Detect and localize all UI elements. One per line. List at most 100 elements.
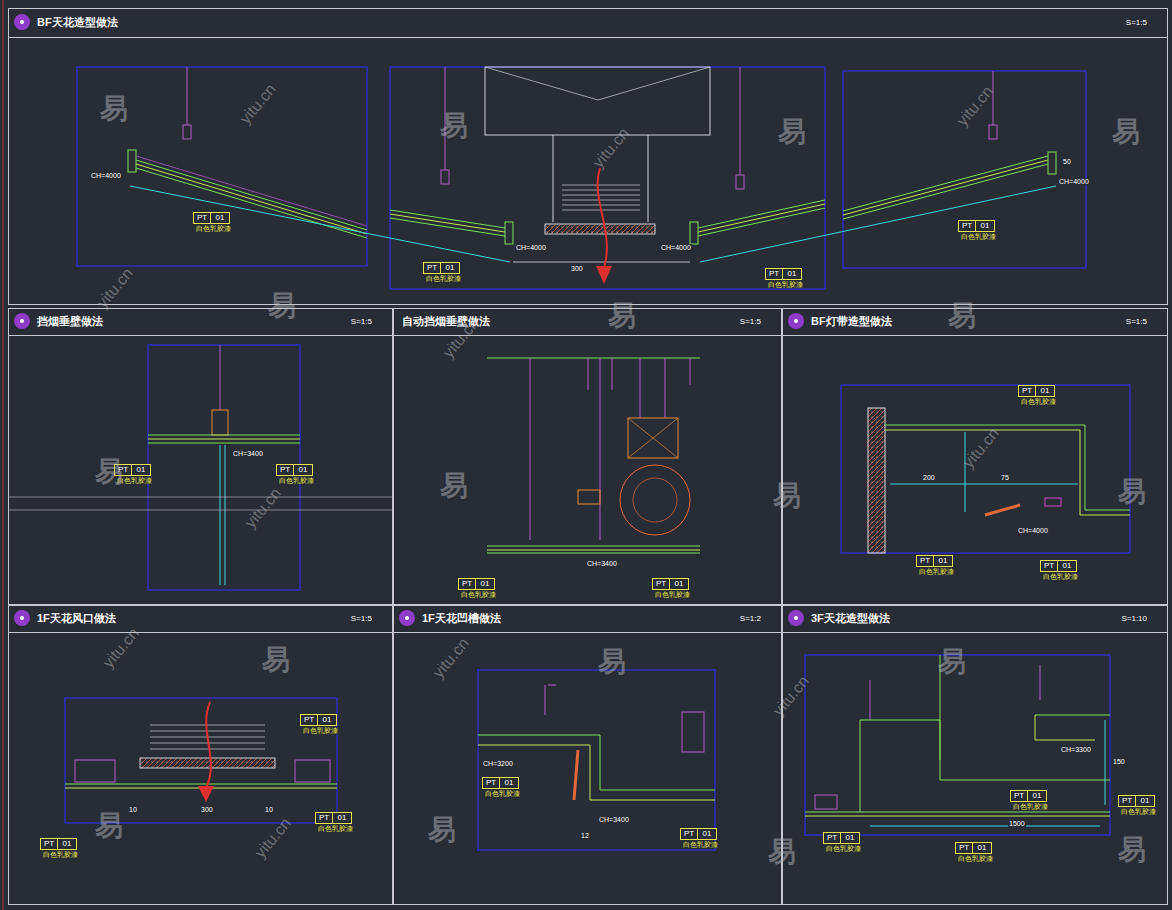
material-code: PT bbox=[823, 832, 841, 844]
material-code: PT bbox=[423, 262, 441, 274]
scale-note: S=1:5 bbox=[351, 615, 372, 623]
material-name: 白色乳胶漆 bbox=[278, 477, 315, 484]
watermark: yitu.cn bbox=[252, 815, 294, 861]
material-code: PT bbox=[458, 578, 476, 590]
panel-title: BF灯带造型做法 bbox=[811, 316, 892, 327]
dimension-text: 50 bbox=[1062, 158, 1072, 165]
material-name: 白色乳胶漆 bbox=[1042, 573, 1079, 580]
dimension-text: CH=3400 bbox=[586, 560, 618, 567]
material-code: PT bbox=[193, 212, 211, 224]
panel-header: 1F天花风口做法 S=1:5 bbox=[9, 606, 392, 633]
material-number: 01 bbox=[975, 220, 995, 232]
material-code: PT bbox=[916, 555, 934, 567]
material-number: 01 bbox=[440, 262, 460, 274]
material-number: 01 bbox=[782, 268, 802, 280]
watermark: 易 bbox=[778, 118, 806, 146]
dimension-text: CH=4000 bbox=[90, 172, 122, 179]
dimension-text: CH=4000 bbox=[1017, 527, 1049, 534]
dimension-text: 150 bbox=[1112, 758, 1126, 765]
material-name: 白色乳胶漆 bbox=[425, 275, 462, 282]
dimension-text: CH=3300 bbox=[1060, 746, 1092, 753]
watermark: 易 bbox=[95, 458, 123, 486]
watermark: 易 bbox=[773, 482, 801, 510]
watermark: yitu.cn bbox=[960, 425, 1002, 471]
material-number: 01 bbox=[1135, 795, 1155, 807]
dimension-text: 1500 bbox=[1008, 820, 1026, 827]
material-number: 01 bbox=[317, 714, 337, 726]
material-code: PT bbox=[955, 842, 973, 854]
material-code: PT bbox=[1118, 795, 1136, 807]
material-code: PT bbox=[1018, 385, 1036, 397]
dimension-text: 300 bbox=[200, 806, 214, 813]
watermark: 易 bbox=[598, 648, 626, 676]
material-name: 白色乳胶漆 bbox=[484, 790, 521, 797]
watermark: yitu.cn bbox=[94, 265, 136, 311]
material-name: 白色乳胶漆 bbox=[682, 841, 719, 848]
watermark: 易 bbox=[268, 292, 296, 320]
panel-header: BF天花造型做法S=1:5 bbox=[9, 9, 1167, 38]
material-number: 01 bbox=[669, 578, 689, 590]
material-number: 01 bbox=[840, 832, 860, 844]
material-code: PT bbox=[482, 777, 500, 789]
material-name: 白色乳胶漆 bbox=[460, 591, 497, 598]
material-number: 01 bbox=[933, 555, 953, 567]
watermark: 易 bbox=[100, 95, 128, 123]
material-name: 白色乳胶漆 bbox=[1012, 803, 1049, 810]
watermark: 易 bbox=[938, 648, 966, 676]
scale-note: S=1:2 bbox=[740, 615, 761, 623]
dimension-text: CH=3400 bbox=[598, 816, 630, 823]
dimension-text: CH=3200 bbox=[482, 760, 514, 767]
material-number: 01 bbox=[210, 212, 230, 224]
material-number: 01 bbox=[131, 464, 151, 476]
material-code: PT bbox=[300, 714, 318, 726]
watermark: yitu.cn bbox=[954, 83, 996, 129]
dimension-text: 12 bbox=[580, 832, 590, 839]
watermark: 易 bbox=[1118, 836, 1146, 864]
material-name: 白色乳胶漆 bbox=[1120, 808, 1157, 815]
detail-panel: 1F天花风口做法 S=1:5 bbox=[8, 605, 393, 905]
material-name: 白色乳胶漆 bbox=[1020, 398, 1057, 405]
material-name: 白色乳胶漆 bbox=[825, 845, 862, 852]
panel-header: 1F天花凹槽做法S=1:2 bbox=[394, 606, 781, 633]
material-name: 白色乳胶漆 bbox=[317, 825, 354, 832]
material-number: 01 bbox=[499, 777, 519, 789]
material-code: PT bbox=[276, 464, 294, 476]
material-number: 01 bbox=[57, 838, 77, 850]
watermark: 易 bbox=[608, 302, 636, 330]
material-name: 白色乳胶漆 bbox=[302, 727, 339, 734]
watermark: yitu.cn bbox=[590, 125, 632, 171]
material-code: PT bbox=[1040, 560, 1058, 572]
material-number: 01 bbox=[697, 828, 717, 840]
watermark: 易 bbox=[440, 112, 468, 140]
material-number: 01 bbox=[293, 464, 313, 476]
material-number: 01 bbox=[332, 812, 352, 824]
watermark: 易 bbox=[768, 838, 796, 866]
dimension-text: CH=3400 bbox=[232, 450, 264, 457]
dimension-text: 10 bbox=[264, 806, 274, 813]
material-number: 01 bbox=[475, 578, 495, 590]
panel-title: 1F天花风口做法 bbox=[37, 613, 116, 624]
dimension-text: CH=4000 bbox=[1058, 178, 1090, 185]
watermark: yitu.cn bbox=[770, 673, 812, 719]
material-name: 白色乳胶漆 bbox=[42, 851, 79, 858]
watermark: 易 bbox=[95, 812, 123, 840]
watermark: 易 bbox=[1118, 478, 1146, 506]
panel-header: 挡烟垂壁做法S=1:5 bbox=[9, 309, 392, 336]
material-name: 白色乳胶漆 bbox=[654, 591, 691, 598]
material-code: PT bbox=[1010, 790, 1028, 802]
panel-title: BF天花造型做法 bbox=[37, 17, 118, 28]
panel-header: 自动挡烟垂壁做法S=1:5 bbox=[394, 309, 781, 336]
scale-note: S=1:10 bbox=[1121, 615, 1147, 623]
material-name: 白色乳胶漆 bbox=[767, 281, 804, 288]
dimension-text: 300 bbox=[570, 265, 584, 272]
scale-note: S=1:5 bbox=[351, 318, 372, 326]
dimension-text: 10 bbox=[128, 806, 138, 813]
material-name: 白色乳胶漆 bbox=[957, 855, 994, 862]
material-number: 01 bbox=[1027, 790, 1047, 802]
material-number: 01 bbox=[1057, 560, 1077, 572]
material-number: 01 bbox=[1035, 385, 1055, 397]
material-code: PT bbox=[315, 812, 333, 824]
dimension-text: 200 bbox=[922, 474, 936, 481]
watermark: 易 bbox=[948, 302, 976, 330]
